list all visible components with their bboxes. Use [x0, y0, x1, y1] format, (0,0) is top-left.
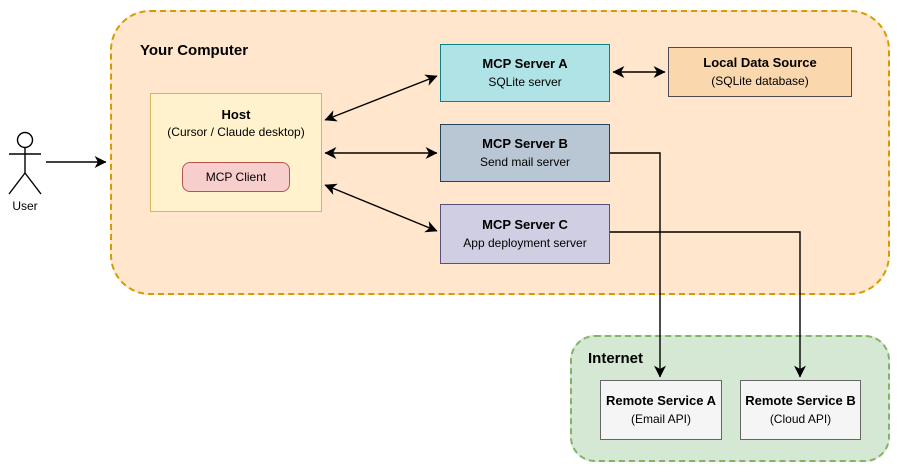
remote-service-a-subtitle: (Email API): [630, 411, 691, 426]
remote-service-a-title: Remote Service A: [605, 393, 717, 409]
host-subtitle: (Cursor / Claude desktop): [167, 125, 305, 140]
mcp-server-c-title: MCP Server C: [482, 217, 568, 233]
user-actor-icon: [8, 131, 42, 195]
internet-label: Internet: [588, 350, 644, 367]
mcp-server-c-subtitle: App deployment server: [463, 235, 587, 250]
mcp-server-c-node: MCP Server C App deployment server: [440, 204, 610, 264]
mcp-client-node: MCP Client: [182, 162, 290, 193]
remote-service-b-title: Remote Service B: [745, 393, 856, 409]
your-computer-label: Your Computer: [140, 42, 249, 59]
mcp-server-a-title: MCP Server A: [482, 56, 568, 72]
remote-service-b-node: Remote Service B (Cloud API): [740, 380, 861, 440]
mcp-server-b-title: MCP Server B: [482, 136, 568, 152]
mcp-client-label: MCP Client: [205, 169, 267, 184]
mcp-server-b-node: MCP Server B Send mail server: [440, 124, 610, 182]
local-data-source-subtitle: (SQLite database): [711, 73, 809, 88]
host-node: Host (Cursor / Claude desktop) MCP Clien…: [150, 93, 322, 212]
user-label: User: [12, 199, 38, 213]
local-data-source-node: Local Data Source (SQLite database): [668, 47, 852, 97]
remote-service-a-node: Remote Service A (Email API): [600, 380, 722, 440]
mcp-server-b-subtitle: Send mail server: [479, 154, 571, 169]
local-data-source-title: Local Data Source: [703, 55, 817, 71]
mcp-server-a-subtitle: SQLite server: [488, 74, 562, 89]
host-title: Host: [221, 107, 251, 122]
remote-service-b-subtitle: (Cloud API): [769, 411, 832, 426]
mcp-server-a-node: MCP Server A SQLite server: [440, 44, 610, 102]
